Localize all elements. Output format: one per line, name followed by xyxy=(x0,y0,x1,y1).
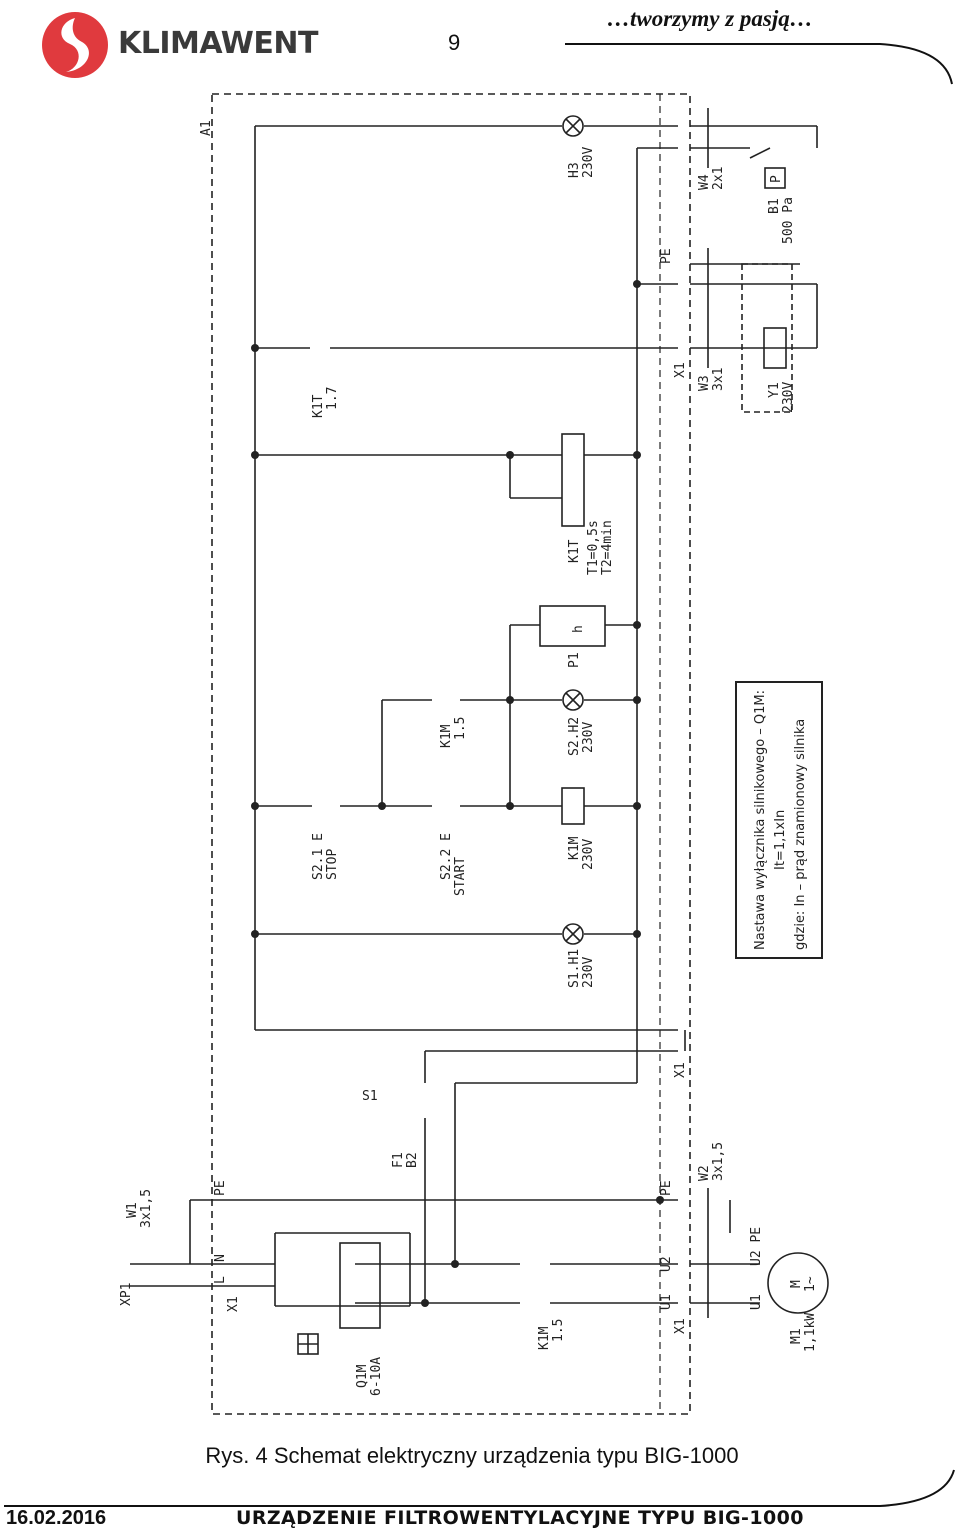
label-motor-symbol: M xyxy=(789,1280,804,1288)
label-s21: S2.1 E xyxy=(311,833,326,880)
label-k1t-contact-ref: 1.7 xyxy=(325,387,340,410)
label-w3: W3 xyxy=(697,375,712,391)
footer-title: URZĄDZENIE FILTROWENTYLACYJNE TYPU BIG-1… xyxy=(236,1507,804,1529)
pressure-switch-b1 xyxy=(764,167,786,189)
page-number: 9 xyxy=(448,30,461,55)
note-line-3: gdzie: In – prąd znamionowy silnika xyxy=(793,719,808,950)
label-w4: W4 xyxy=(697,174,712,190)
label-s1: S1 xyxy=(362,1089,378,1104)
label-x1-left: X1 xyxy=(226,1296,241,1312)
label-b1-box: P xyxy=(769,175,784,183)
label-w1: W1 xyxy=(125,1202,140,1218)
timer-p1 xyxy=(539,605,606,647)
klimawent-logo xyxy=(42,12,108,78)
label-terminal-u1-motor: U1 xyxy=(749,1294,764,1310)
label-w1-spec: 3x1,5 xyxy=(139,1189,154,1228)
label-x1-mid: X1 xyxy=(673,1062,688,1078)
label-k1t-contact: K1T xyxy=(311,394,326,418)
label-terminal-u2: U2 xyxy=(659,1256,674,1272)
label-pe-left: PE xyxy=(213,1180,228,1196)
label-h3-voltage: 230V xyxy=(581,147,596,178)
label-w2: W2 xyxy=(697,1165,712,1181)
label-f1: F1 xyxy=(391,1152,406,1168)
relay-k1t xyxy=(561,433,585,527)
label-s1h1: S1.H1 xyxy=(567,949,582,988)
label-s2h2: S2.H2 xyxy=(567,717,582,756)
label-xp1: XP1 xyxy=(119,1283,134,1306)
label-s21-name: STOP xyxy=(325,849,340,880)
slogan: …tworzymy z pasją… xyxy=(607,6,813,31)
enclosure-border xyxy=(211,93,691,1415)
lamp-h3 xyxy=(562,115,584,137)
label-m1-power: 1,1kW xyxy=(803,1313,818,1352)
note-line-2: It=1,1xIn xyxy=(773,810,788,870)
label-m1: M1 xyxy=(789,1328,804,1344)
brand-name: KLIMAWENT xyxy=(118,26,318,61)
label-s22-name: START xyxy=(453,857,468,896)
label-k1t-t1: T1=0,5s xyxy=(586,520,601,575)
label-k1t-relay: K1T xyxy=(567,539,582,563)
label-p1: P1 xyxy=(567,652,582,668)
label-pe-mid: PE xyxy=(659,1180,674,1196)
label-k1m-contact-ref: 1.5 xyxy=(453,717,468,740)
label-p1-box: h xyxy=(571,625,586,633)
label-q1m: Q1M xyxy=(355,1364,370,1388)
label-terminal-n: N xyxy=(213,1254,228,1262)
label-s2h2-voltage: 230V xyxy=(581,722,596,753)
label-s22: S2.2 E xyxy=(439,833,454,880)
label-motor-phase: 1~ xyxy=(803,1276,818,1292)
lamp-symbols xyxy=(297,115,829,1355)
note-box xyxy=(735,681,823,959)
lamp-s2h2 xyxy=(562,689,584,711)
label-b1-spec: 500 Pa xyxy=(781,197,796,244)
label-w3-spec: 3x1 xyxy=(711,368,726,391)
label-k1m-contact: K1M xyxy=(439,724,454,748)
valve-y1 xyxy=(741,263,793,413)
label-k1m-main: K1M xyxy=(537,1326,552,1350)
label-q1m-spec: 6-10A xyxy=(369,1357,384,1396)
label-k1t-t2: T2=4min xyxy=(600,520,615,575)
figure-caption: Rys. 4 Schemat elektryczny urządzenia ty… xyxy=(205,1443,739,1468)
label-terminal-u1: U1 xyxy=(659,1294,674,1310)
label-w2-spec: 3x1,5 xyxy=(711,1142,726,1181)
footer-rule xyxy=(4,1469,955,1507)
label-k1m-coil-voltage: 230V xyxy=(581,839,596,870)
motor-m1 xyxy=(767,1252,829,1314)
label-b1: B1 xyxy=(767,198,782,214)
label-y1-voltage: 230V xyxy=(781,382,796,413)
label-x1-bottom: X1 xyxy=(673,1318,688,1334)
label-k1m-coil: K1M xyxy=(567,836,582,860)
logo-swirl xyxy=(61,18,89,72)
label-w4-spec: 2x1 xyxy=(711,167,726,190)
label-pe-top: PE xyxy=(659,248,674,264)
label-x1-top: X1 xyxy=(673,362,688,378)
label-b2: B2 xyxy=(405,1152,420,1168)
footer-date: 16.02.2016 xyxy=(6,1507,107,1529)
label-terminal-u2pe: U2 PE xyxy=(749,1227,764,1266)
label-k1m-main-ref: 1.5 xyxy=(551,1319,566,1342)
coil-k1m xyxy=(561,787,585,825)
electrical-schematic: Nastawa wyłącznika silnikowego – Q1M: It… xyxy=(119,93,829,1415)
label-s1h1-voltage: 230V xyxy=(581,957,596,988)
junction-dots xyxy=(251,280,664,1307)
header-rule xyxy=(565,43,953,85)
page-header: KLIMAWENT 9 …tworzymy z pasją… xyxy=(0,0,960,90)
label-y1: Y1 xyxy=(767,382,782,398)
label-a1: A1 xyxy=(199,120,214,136)
label-terminal-l: L xyxy=(213,1276,228,1284)
lamp-s1h1 xyxy=(562,923,584,945)
label-h3: H3 xyxy=(567,162,582,178)
note-line-1: Nastawa wyłącznika silnikowego – Q1M: xyxy=(753,690,768,950)
